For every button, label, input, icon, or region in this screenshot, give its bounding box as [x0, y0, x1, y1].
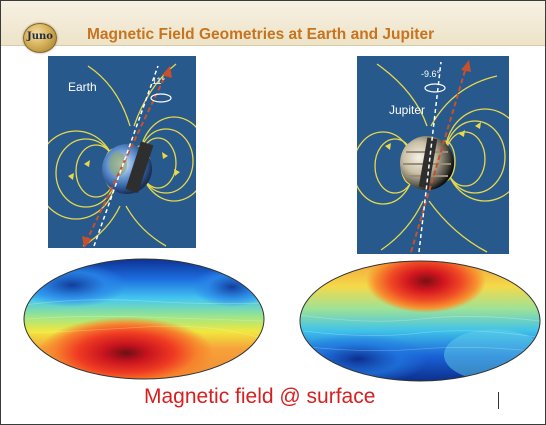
earth-tilt-label: 11° — [152, 76, 165, 86]
jupiter-surface-field-map — [299, 260, 541, 382]
slide-title: Magnetic Field Geometries at Earth and J… — [87, 26, 435, 43]
jupiter-label: Jupiter — [389, 103, 425, 117]
earth-surface-field-map — [23, 258, 265, 380]
jupiter-tilt-label: -9.6° — [421, 69, 441, 79]
logo-text: Juno — [27, 31, 53, 42]
juno-logo: Juno — [23, 23, 57, 53]
earth-field-diagram: Earth 11° — [48, 56, 196, 248]
surface-field-caption: Magnetic field @ surface — [144, 385, 376, 408]
earth-label: Earth — [68, 80, 97, 94]
title-bar: Juno Magnetic Field Geometries at Earth … — [1, 1, 545, 53]
text-cursor-mark — [498, 392, 499, 409]
jupiter-field-diagram: -9.6° Jupiter — [357, 56, 509, 254]
